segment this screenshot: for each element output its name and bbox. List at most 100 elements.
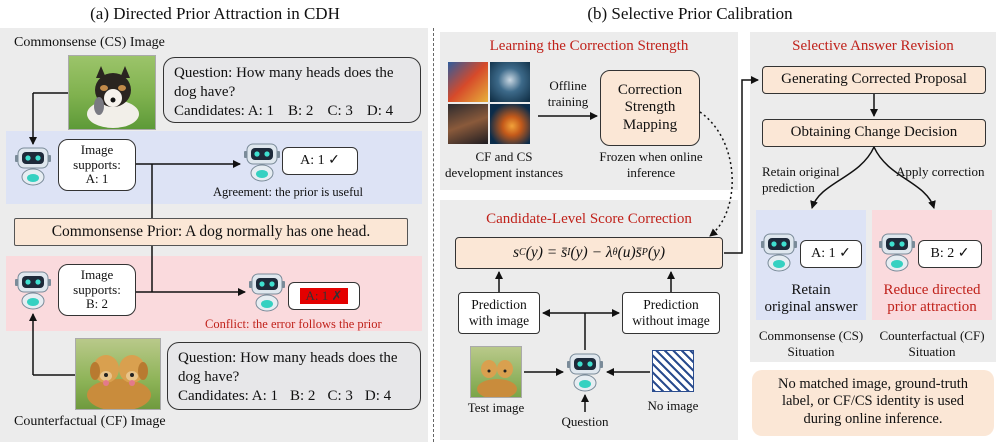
cf-question-bubble: Question: How many heads does the dog ha…: [167, 342, 421, 410]
cf-question-text: Question: How many heads does the dog ha…: [178, 350, 398, 385]
cf-result-text: Reduce directed prior attraction: [872, 282, 992, 317]
cf-candidate: D: 4: [364, 387, 392, 404]
offline-label: Offline training: [538, 78, 598, 109]
formula-subscript: θ: [612, 247, 618, 259]
cs-situation-label: Commonsense (CS) Situation: [748, 328, 874, 359]
note-line: No matched image, ground-truth: [777, 376, 969, 392]
cs-situation-line: Commonsense (CS): [758, 328, 864, 343]
change-decision-box: Obtaining Change Decision: [762, 119, 986, 147]
cs-question-bubble: Question: How many heads does the dog ha…: [163, 57, 421, 123]
cf-support-line: Image: [80, 266, 114, 282]
instances-collage: [448, 62, 530, 144]
cs-dog-image: [68, 55, 156, 130]
retain-label-line: Retain original: [762, 164, 840, 179]
frozen-label-line: Frozen when online: [599, 149, 703, 164]
cs-image-label: Commonsense (CS) Image: [14, 35, 165, 50]
collage-tile: [448, 62, 488, 102]
cs-candidates: Candidates: A: 1 B: 2 C: 3 D: 4: [174, 102, 410, 121]
formula-term: (u): [617, 244, 636, 262]
cs-result-answer: A: 1 ✓: [800, 240, 862, 268]
cs-candidate: Candidates: A: 1: [174, 102, 274, 119]
offline-label-line: training: [547, 93, 589, 109]
no-image-label: No image: [647, 398, 699, 413]
cf-support-bubble: Image supports: B: 2: [58, 264, 136, 316]
cs-result-line: Retain: [791, 282, 831, 298]
cf-candidates: Candidates: A: 1 B: 2 C: 3 D: 4: [178, 387, 410, 406]
prediction-without-image-box: Prediction without image: [622, 292, 720, 334]
formula-term: s̄: [561, 244, 568, 262]
right-title: (b) Selective Prior Calibration: [587, 4, 793, 23]
cs-support-line: Image: [80, 141, 114, 157]
pred-without-line: without image: [632, 313, 710, 328]
revision-title: Selective Answer Revision: [792, 38, 954, 54]
cf-result-line: Reduce directed: [883, 282, 981, 298]
conflict-text: Conflict: the error follows the prior: [205, 317, 382, 331]
question-label: Question: [561, 414, 609, 429]
cf-image-label: Counterfactual (CF) Image: [14, 414, 166, 429]
panel-divider: [433, 28, 434, 442]
cf-support-line: B: 2: [85, 296, 109, 312]
no-image-placeholder: [652, 350, 694, 392]
cs-support-line: A: 1: [85, 171, 109, 187]
cf-situation-label: Counterfactual (CF) Situation: [866, 328, 998, 359]
note-line: during online inference.: [803, 410, 943, 427]
mapping-line: Mapping: [622, 116, 678, 133]
formula-term: s: [512, 244, 520, 262]
pred-with-line: with image: [468, 313, 530, 328]
cs-support-line: supports:: [73, 156, 121, 172]
cs-candidate: D: 4: [366, 102, 394, 119]
cs-result-text: Retain original answer: [756, 282, 866, 317]
online-inference-note: No matched image, ground-truth label, or…: [752, 370, 994, 436]
test-image: [470, 346, 522, 398]
cs-candidate: B: 2: [288, 102, 314, 119]
note-line: label, or CF/CS identity is used: [781, 393, 965, 410]
collage-tile: [448, 104, 488, 144]
frozen-label: Frozen when online inference: [588, 149, 714, 180]
cf-situation-line: Situation: [908, 343, 956, 359]
cs-question-text: Question: How many heads does the dog ha…: [174, 65, 394, 100]
collage-tile: [490, 104, 530, 144]
cf-candidate: C: 3: [327, 387, 353, 404]
pred-without-line: Prediction: [643, 297, 699, 313]
formula-term: (y): [647, 244, 666, 262]
cs-result-line: original answer: [764, 299, 858, 316]
instances-label-line: CF and CS: [475, 149, 533, 164]
cf-answer-text: A: 1 ✗: [299, 287, 349, 305]
formula-term: (y) =: [525, 244, 562, 262]
cf-candidate: Candidates: A: 1: [178, 387, 278, 404]
learning-title: Learning the Correction Strength: [489, 38, 689, 54]
prior-box: Commonsense Prior: A dog normally has on…: [14, 218, 408, 246]
cf-answer-box: A: 1 ✗: [288, 282, 360, 310]
corrected-proposal-box: Generating Corrected Proposal: [762, 66, 986, 94]
formula-subscript: C: [519, 247, 526, 259]
test-image-label: Test image: [467, 400, 525, 415]
instances-label-line: development instances: [444, 164, 564, 180]
left-title: (a) Directed Prior Attraction in CDH: [90, 4, 340, 23]
mapping-line: Correction: [617, 82, 683, 99]
cf-support-line: supports:: [73, 281, 121, 297]
formula-term: s̄: [635, 244, 642, 262]
apply-label: Apply correction: [896, 164, 985, 179]
cf-result-line: prior attraction: [887, 299, 977, 316]
cf-dog-image: [75, 338, 161, 410]
cs-support-bubble: Image supports: A: 1: [58, 139, 136, 191]
retain-label: Retain original prediction: [762, 164, 840, 195]
frozen-label-line: inference: [626, 164, 676, 180]
formula-term: (y) − λ: [570, 244, 613, 262]
pred-with-line: Prediction: [471, 297, 527, 313]
cs-candidate: C: 3: [327, 102, 353, 119]
agreement-text: Agreement: the prior is useful: [213, 185, 363, 199]
cs-answer-box: A: 1 ✓: [282, 147, 358, 175]
retain-label-line: prediction: [762, 179, 815, 195]
cf-result-answer: B: 2 ✓: [918, 240, 982, 268]
prediction-with-image-box: Prediction with image: [458, 292, 540, 334]
collage-tile: [490, 62, 530, 102]
offline-label-line: Offline: [549, 78, 587, 93]
cf-situation-line: Counterfactual (CF): [879, 328, 985, 343]
formula-subscript: P: [641, 247, 648, 259]
mapping-line: Strength: [624, 99, 676, 116]
score-title: Candidate-Level Score Correction: [486, 211, 692, 227]
formula-subscript: I: [567, 247, 571, 259]
